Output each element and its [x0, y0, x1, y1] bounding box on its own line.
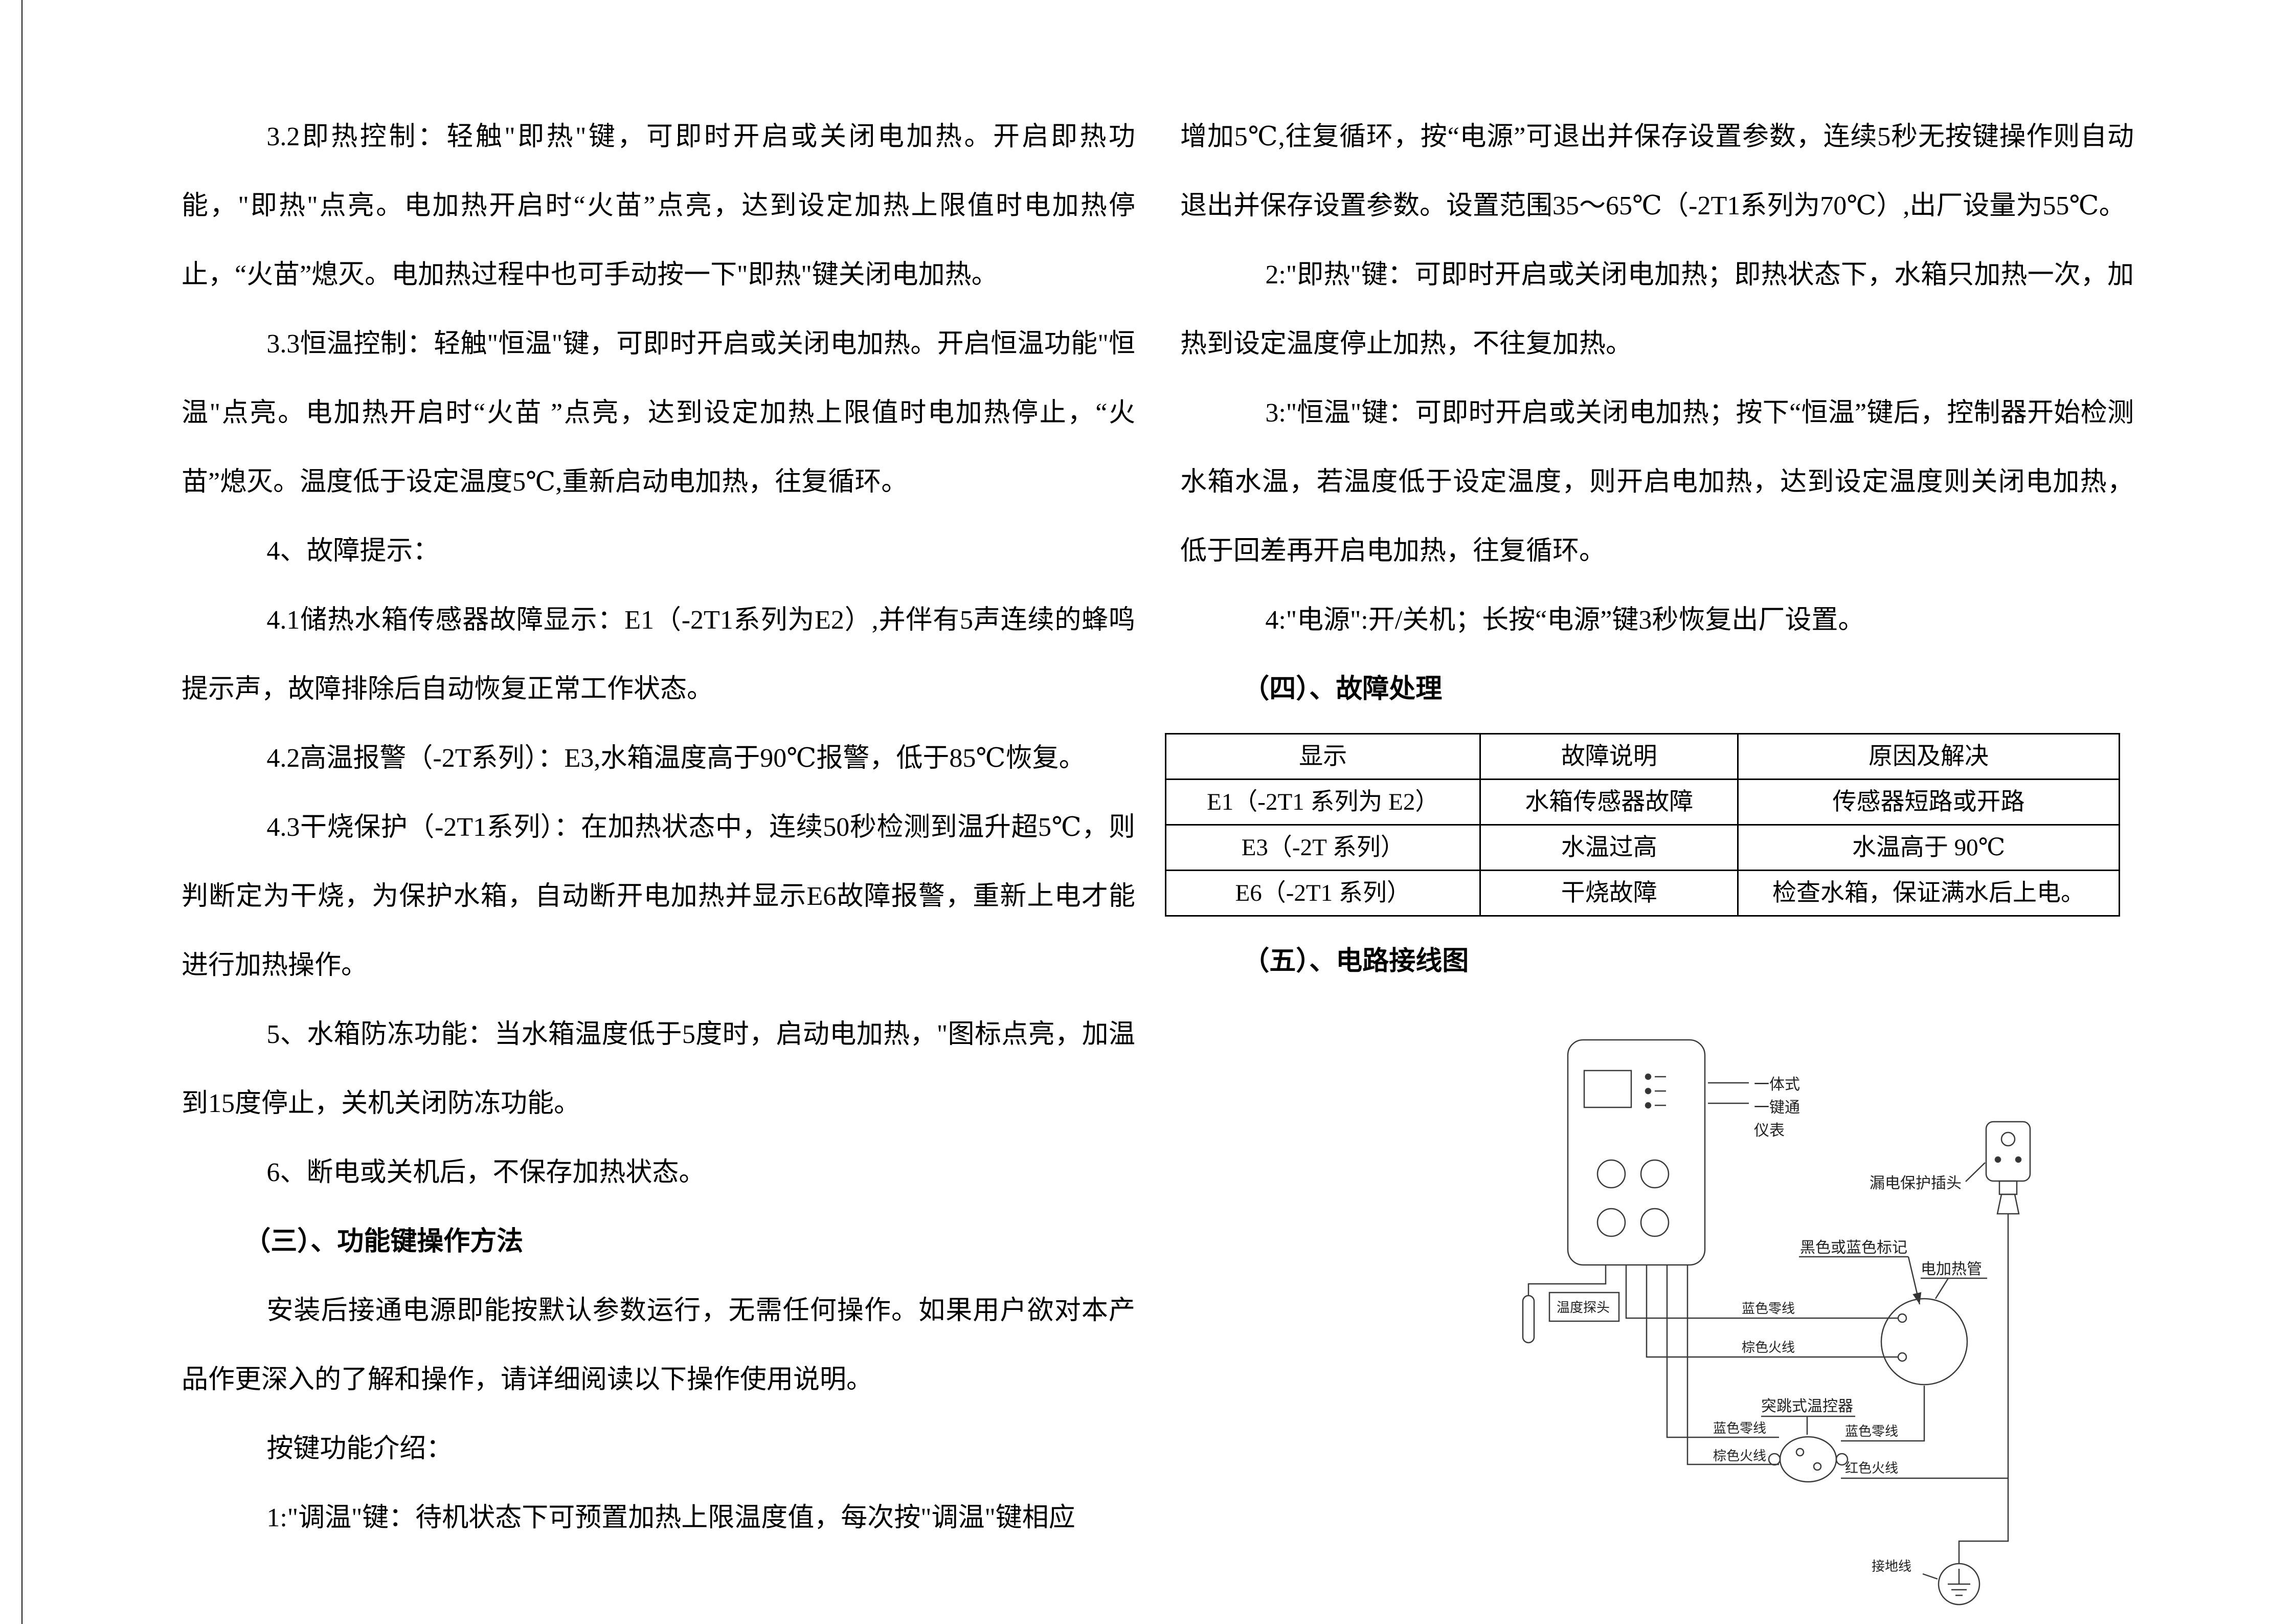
panel-button	[1640, 1159, 1670, 1189]
panel-button	[1640, 1208, 1670, 1237]
paragraph: 增加5℃,往复循环，按“电源”可退出并保存设置参数，连续5秒无按键操作则自动退出…	[1180, 122, 2134, 220]
plug-test-button	[2000, 1131, 2016, 1147]
table-cell: 干烧故障	[1479, 870, 1739, 917]
table-cell: E1（-2T1 系列为 E2）	[1164, 778, 1481, 826]
table-header-fault: 故障说明	[1479, 733, 1739, 780]
paragraph: 5、水箱防冻功能：当水箱温度低于5度时，启动电加热，"图标点亮，加温到15度停止…	[182, 1020, 1135, 1118]
leader-line	[1934, 1278, 1949, 1299]
plug-dot	[1994, 1156, 2001, 1163]
plug-dot	[2015, 1156, 2022, 1163]
paragraph: 1:"调温"键：待机状态下可预置加热上限温度值，每次按"调温"键相应	[266, 1503, 1075, 1532]
table-cell: E6（-2T1 系列）	[1164, 870, 1481, 917]
wire-label-brown: 棕色火线	[1713, 1449, 1766, 1463]
leader-line	[1922, 1573, 1938, 1580]
paragraph: 6、断电或关机后，不保存加热状态。	[266, 1158, 706, 1187]
thermostat-terminal	[1813, 1462, 1822, 1471]
wire-blue-thermostat	[1666, 1265, 1779, 1438]
probe-capsule	[1522, 1295, 1535, 1344]
table-header-row: 显示 故障说明 原因及解决	[1164, 733, 2121, 780]
ground-label: 接地线	[1872, 1559, 1911, 1574]
leakage-plug-body	[1985, 1121, 2031, 1182]
table-cell: 检查水箱，保证满水后上电。	[1737, 870, 2121, 917]
mark-label: 黑色或蓝色标记	[1800, 1239, 1907, 1256]
section-heading-4: （四）、故障处理	[1243, 675, 1443, 704]
mark-arrow	[1907, 1256, 1922, 1305]
paragraph: 3.2即热控制：轻触"即热"键，可即时开启或关闭电加热。开启即热功能，"即热"点…	[182, 122, 1135, 290]
paragraph: 安装后接通电源即能按默认参数运行，无需任何操作。如果用户欲对本产品作更深入的了解…	[182, 1296, 1135, 1394]
heater-terminal	[1897, 1313, 1907, 1323]
thermostat-label: 突跳式温控器	[1761, 1398, 1853, 1415]
meter-label: 一体式	[1754, 1076, 1800, 1093]
heater-terminal	[1897, 1352, 1907, 1362]
wire-label-blue: 蓝色零线	[1713, 1421, 1766, 1436]
probe-label: 温度探头	[1557, 1300, 1610, 1315]
fault-table: 显示 故障说明 原因及解决 E1（-2T1 系列为 E2） 水箱传感器故障 传感…	[1164, 733, 2121, 917]
heater-label: 电加热管	[1921, 1261, 1982, 1278]
thermostat-ear	[1835, 1453, 1849, 1466]
plug-label: 漏电保护插头	[1870, 1175, 1962, 1192]
thermostat-terminal	[1795, 1448, 1805, 1457]
panel-button	[1596, 1208, 1626, 1237]
table-cell: E3（-2T 系列）	[1164, 824, 1481, 871]
control-panel	[1567, 1039, 1706, 1266]
heater-circle	[1880, 1298, 1968, 1386]
wiring-diagram: 一体式 一键通 仪表 漏电保护插头 黑色或蓝色标记 电加热管 温度探头 蓝色零线…	[1180, 1026, 2134, 1624]
wire-probe	[1527, 1265, 1607, 1296]
table-row: E6（-2T1 系列） 干烧故障 检查水箱，保证满水后上电。	[1164, 870, 2121, 917]
paragraph: 3.3恒温控制：轻触"恒温"键，可即时开启或关闭电加热。开启恒温功能"恒温"点亮…	[182, 329, 1135, 497]
thermostat-body	[1779, 1436, 1837, 1483]
wire-blue-heater	[1625, 1265, 1898, 1319]
paragraph: 4.1储热水箱传感器故障显示：E1（-2T1系列为E2）,并伴有5声连续的蜂鸣提…	[182, 606, 1135, 704]
table-row: E1（-2T1 系列为 E2） 水箱传感器故障 传感器短路或开路	[1164, 778, 2121, 826]
table-cell: 水温过高	[1479, 824, 1739, 871]
plug-neck	[1998, 1180, 2018, 1195]
paragraph: 4:"电源":开/关机；长按“电源”键3秒恢复出厂设置。	[1265, 606, 1865, 635]
table-cell: 水箱传感器故障	[1479, 778, 1739, 826]
paragraph: 4.3干烧保护（-2T1系列）：在加热状态中，连续50秒检测到温升超5℃，则判断…	[182, 813, 1135, 980]
wire-label-blue: 蓝色零线	[1845, 1424, 1898, 1439]
table-row: E3（-2T 系列） 水温过高 水温高于 90℃	[1164, 824, 2121, 871]
paragraph: 3:"恒温"键：可即时开启或关闭电加热；按下“恒温”键后，控制器开始检测水箱水温…	[1180, 398, 2134, 566]
left-column: 3.2即热控制：轻触"即热"键，可即时开启或关闭电加热。开启即热功能，"即热"点…	[182, 102, 1135, 1552]
panel-indicator-dot	[1645, 1087, 1652, 1095]
page-edge-line	[21, 0, 22, 1624]
panel-indicator-dot	[1645, 1073, 1652, 1080]
wire-label-blue: 蓝色零线	[1742, 1301, 1795, 1316]
section-heading-3: （三）、功能键操作方法	[244, 1227, 524, 1256]
table-header-cause: 原因及解决	[1737, 733, 2121, 780]
leader-line	[1965, 1162, 1986, 1182]
wire-label-brown: 棕色火线	[1742, 1340, 1795, 1355]
plug-prong	[1996, 1193, 2020, 1215]
paragraph: 按键功能介绍：	[266, 1434, 453, 1463]
panel-display	[1583, 1070, 1632, 1108]
paragraph: 4、故障提示：	[266, 537, 440, 566]
wire-brown-heater	[1646, 1265, 1898, 1358]
probe-label-box	[1548, 1292, 1620, 1322]
table-cell: 水温高于 90℃	[1737, 824, 2121, 871]
plug-cord	[1958, 1214, 2009, 1564]
right-column: 增加5℃,往复循环，按“电源”可退出并保存设置参数，连续5秒无按键操作则自动退出…	[1164, 102, 2134, 996]
meter-label: 仪表	[1754, 1122, 1785, 1139]
table-header-display: 显示	[1164, 733, 1481, 780]
paragraph: 4.2高温报警（-2T系列）：E3,水箱温度高于90℃报警，低于85℃恢复。	[266, 744, 1086, 773]
section-heading-5: （五）、电路接线图	[1243, 947, 1469, 976]
wire-blue-out	[1841, 1386, 1925, 1442]
thermostat-ear	[1768, 1453, 1781, 1466]
wire-brown-thermostat	[1686, 1265, 1779, 1465]
panel-indicator-dot	[1645, 1102, 1652, 1109]
wire-label-red: 红色火线	[1845, 1461, 1898, 1476]
ground-symbol	[1938, 1563, 1980, 1606]
panel-button	[1596, 1159, 1626, 1189]
paragraph: 2:"即热"键：可即时开启或关闭电加热；即热状态下，水箱只加热一次，加热到设定温…	[1180, 260, 2134, 359]
table-cell: 传感器短路或开路	[1737, 778, 2121, 826]
meter-label: 一键通	[1754, 1099, 1800, 1116]
